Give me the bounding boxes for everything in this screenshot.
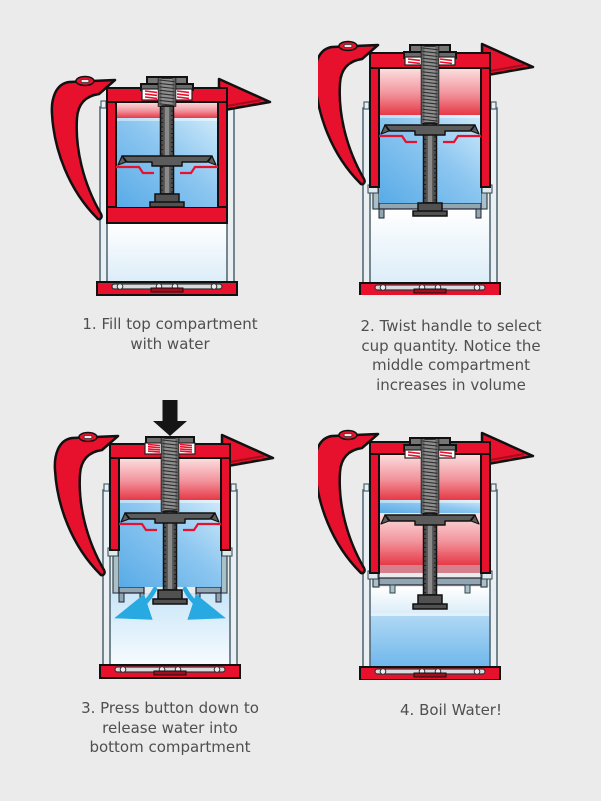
red-funnel <box>116 165 218 175</box>
kettle-illustration-step-1 <box>40 10 300 305</box>
central-rod <box>412 512 448 610</box>
step-4-panel: 4. Boil Water! <box>318 425 584 721</box>
step-2-panel: 2. Twist handle to select cup quantity. … <box>318 30 584 395</box>
step-1-caption: 1. Fill top compartment with water <box>82 315 258 353</box>
screw-spring <box>420 45 440 124</box>
kettle-handle <box>318 429 380 575</box>
kettle-diagram <box>50 75 272 296</box>
cap-springs <box>407 58 453 65</box>
central-rod <box>152 510 188 605</box>
screw-spring <box>160 437 180 512</box>
heating-element <box>374 668 486 678</box>
bottom-compartment-zone <box>107 223 227 282</box>
step-3-panel: 3. Press button down to release water in… <box>40 390 300 758</box>
red-funnel <box>379 134 481 144</box>
step-1-panel: 1. Fill top compartment with water <box>40 10 300 354</box>
valve-plate <box>380 124 480 136</box>
bottom-compartment-zone <box>370 209 490 283</box>
red-funnel <box>119 522 221 532</box>
kettle-illustration-step-2 <box>318 30 584 295</box>
central-rod <box>149 105 185 208</box>
cap-springs <box>407 451 453 458</box>
kettle-base <box>99 664 241 679</box>
valve-plate <box>380 514 480 526</box>
bottom-compartment-water <box>370 613 490 667</box>
valve-plate <box>117 155 217 167</box>
screw-spring <box>157 77 177 107</box>
cap-springs <box>144 90 190 100</box>
kettle-base <box>359 282 501 295</box>
cap-springs <box>147 443 193 453</box>
kettle-diagram <box>318 429 535 680</box>
kettle-handle <box>50 75 117 221</box>
red-divider <box>106 206 228 224</box>
kettle-diagram <box>318 40 535 295</box>
heating-element <box>111 283 223 293</box>
kettle-base <box>359 666 501 680</box>
valve-plate <box>120 512 220 524</box>
kettle-illustration-step-3 <box>40 390 300 690</box>
kettle-handle <box>318 40 380 186</box>
step-2-caption: 2. Twist handle to select cup quantity. … <box>360 317 542 394</box>
kettle-base <box>96 281 238 296</box>
kettle-diagram <box>53 400 275 679</box>
step-3-caption: 3. Press button down to release water in… <box>81 699 259 756</box>
screw-spring <box>420 438 440 514</box>
water-flow-arrow-icon <box>114 586 226 620</box>
press-down-arrow-icon <box>153 400 187 436</box>
heating-element <box>374 284 486 294</box>
heating-element <box>114 666 226 676</box>
step-4-caption: 4. Boil Water! <box>399 701 502 719</box>
kettle-handle <box>53 431 120 577</box>
kettle-illustration-step-4 <box>318 425 584 680</box>
central-rod <box>412 122 448 217</box>
